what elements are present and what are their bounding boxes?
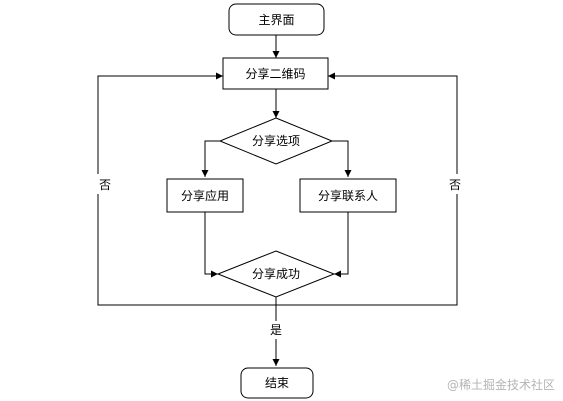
node-main-screen: 主界面 bbox=[228, 3, 325, 36]
node-end-label: 结束 bbox=[265, 376, 289, 390]
node-share-app-label: 分享应用 bbox=[181, 188, 229, 203]
node-main-screen-label: 主界面 bbox=[258, 13, 294, 27]
edge-contact-to-success bbox=[334, 212, 349, 278]
node-end: 结束 bbox=[240, 367, 314, 399]
node-share-success-label: 分享成功 bbox=[252, 266, 300, 281]
edge-app-to-success bbox=[204, 212, 218, 278]
node-share-qrcode-label: 分享二维码 bbox=[245, 66, 305, 81]
no-left-label-bg bbox=[96, 174, 112, 194]
edge-no-loop-left bbox=[97, 72, 277, 306]
node-share-contact: 分享联系人 bbox=[299, 178, 397, 213]
edge-label-no-left: 否 bbox=[99, 178, 111, 192]
yes-label-bg bbox=[267, 321, 287, 339]
node-share-success: 分享成功 bbox=[216, 250, 336, 298]
edge-label-yes: 是 bbox=[270, 323, 282, 337]
node-share-contact-label: 分享联系人 bbox=[318, 188, 378, 203]
node-share-options: 分享选项 bbox=[218, 117, 334, 165]
node-share-app: 分享应用 bbox=[166, 178, 244, 213]
edge-options-to-app bbox=[201, 140, 220, 177]
node-share-qrcode: 分享二维码 bbox=[222, 57, 329, 90]
edge-options-to-contact bbox=[332, 140, 352, 177]
watermark: @稀土掘金技术社区 bbox=[446, 378, 555, 392]
edge-label-no-right: 否 bbox=[449, 178, 461, 192]
no-right-label-bg bbox=[447, 174, 463, 194]
edges bbox=[97, 35, 458, 366]
node-share-options-label: 分享选项 bbox=[252, 133, 300, 148]
